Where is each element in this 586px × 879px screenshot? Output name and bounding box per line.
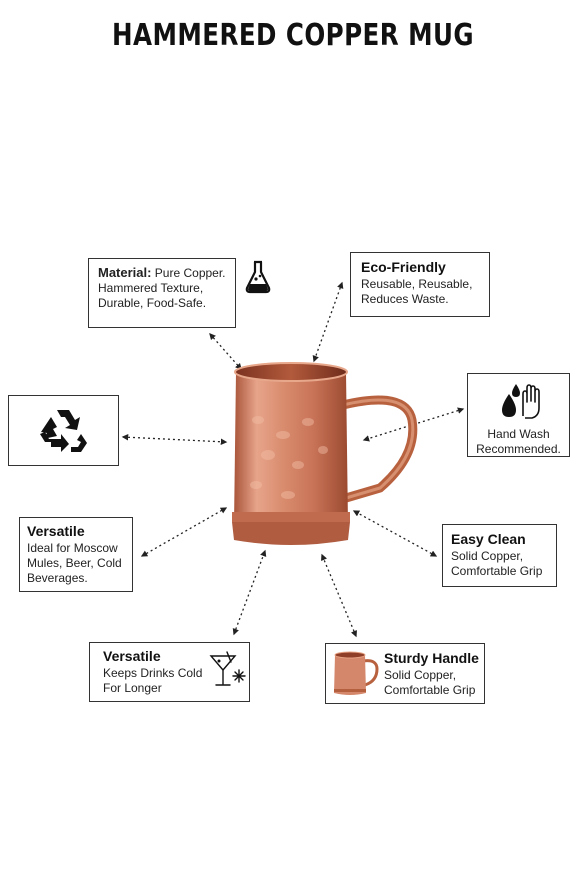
easy-clean-heading: Easy Clean <box>451 531 526 547</box>
keeps-cold-heading: Versatile <box>103 648 161 664</box>
keeps-cold-line2: For Longer <box>103 681 162 695</box>
versatile-uses-callout: Versatile Ideal for Moscow Mules, Beer, … <box>19 517 133 592</box>
arrow-recycle <box>121 434 228 445</box>
eco-line1: Reusable, Reusable, <box>361 277 473 291</box>
sturdy-handle-line1: Solid Copper, <box>384 668 457 682</box>
versatile-uses-line2: Mules, Beer, Cold <box>27 556 122 570</box>
versatile-uses-heading: Versatile <box>27 523 85 539</box>
easy-clean-callout: Easy Clean Solid Copper, Comfortable Gri… <box>442 524 557 587</box>
material-line2: Hammered Texture, <box>98 281 204 295</box>
recycle-icon <box>40 410 87 452</box>
arrow-versatile1 <box>140 507 228 557</box>
page-title: HAMMERED COPPER MUG <box>112 18 474 53</box>
arrow-eco <box>312 281 344 363</box>
copper-mug-image <box>232 362 418 545</box>
versatile-uses-line3: Beverages. <box>27 571 88 585</box>
cocktail-snowflake-icon <box>209 651 246 686</box>
sturdy-handle-callout: Sturdy Handle Solid Copper, Comfortable … <box>325 643 485 704</box>
flask-icon <box>245 260 271 294</box>
arrow-easyclean <box>352 510 438 557</box>
handwash-line1: Hand Wash <box>487 427 550 441</box>
eco-line2: Reduces Waste. <box>361 292 449 306</box>
arrow-versatile2 <box>232 549 267 636</box>
material-line1: Pure Copper. <box>151 266 226 280</box>
arrow-sturdy <box>321 553 357 638</box>
material-callout: Material: Pure Copper. Hammered Texture,… <box>88 258 236 328</box>
easy-clean-line1: Solid Copper, <box>451 549 524 563</box>
hand-wash-icon <box>502 384 540 419</box>
handwash-line2: Recommended. <box>476 442 561 456</box>
sturdy-handle-line2: Comfortable Grip <box>384 683 476 697</box>
eco-heading: Eco-Friendly <box>361 259 446 275</box>
sturdy-handle-heading: Sturdy Handle <box>384 650 479 666</box>
easy-clean-line2: Comfortable Grip <box>451 564 543 578</box>
versatile-uses-line1: Ideal for Moscow <box>27 541 118 555</box>
material-line3: Durable, Food-Safe. <box>98 296 207 310</box>
keeps-cold-line1: Keeps Drinks Cold <box>103 666 203 680</box>
mug-thumbnail-icon <box>334 651 379 695</box>
recycle-callout <box>8 395 119 466</box>
hand-wash-callout: Hand Wash Recommended. <box>467 373 570 457</box>
material-heading: Material: <box>98 265 152 280</box>
eco-friendly-callout: Eco-Friendly Reusable, Reusable, Reduces… <box>350 252 490 317</box>
